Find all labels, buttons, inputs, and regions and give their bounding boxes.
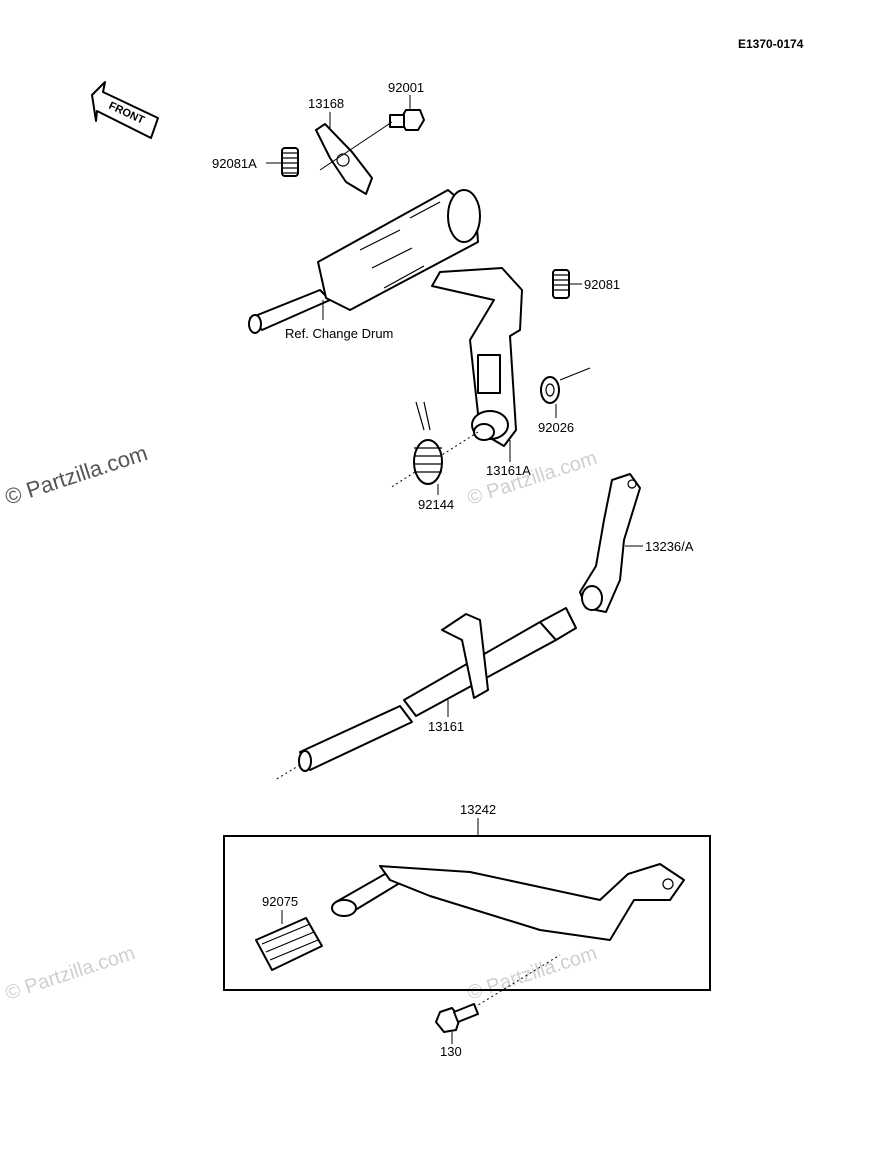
watermark-lower-left: © Partzilla.com bbox=[3, 942, 138, 1005]
spring-92144 bbox=[413, 401, 443, 485]
arm-13161a bbox=[431, 267, 523, 447]
change-drum bbox=[248, 189, 481, 334]
diagram-code: E1370-0174 bbox=[738, 37, 804, 51]
label-ref-change-drum: Ref. Change Drum bbox=[285, 326, 393, 341]
collar-92026 bbox=[540, 376, 560, 404]
label-13161a: 13161A bbox=[486, 463, 531, 478]
label-92081a: 92081A bbox=[212, 156, 257, 171]
assembly-box-13242 bbox=[223, 835, 711, 991]
spring-92081a bbox=[281, 147, 299, 177]
front-arrow-icon: FRONT bbox=[91, 81, 159, 139]
label-13161: 13161 bbox=[428, 719, 464, 734]
lever-13236a bbox=[579, 473, 641, 613]
watermark-lower-right: © Partzilla.com bbox=[465, 942, 600, 1005]
shaft-13161 bbox=[298, 607, 577, 772]
bolt-130 bbox=[435, 1003, 479, 1033]
label-13236a: 13236/A bbox=[645, 539, 694, 554]
pedal-13242 bbox=[331, 863, 685, 941]
label-92001: 92001 bbox=[388, 80, 424, 95]
watermark-main: © Partzilla.com bbox=[2, 440, 151, 510]
label-13168: 13168 bbox=[308, 96, 344, 111]
plate-13168 bbox=[315, 123, 373, 195]
rubber-92075 bbox=[255, 917, 323, 971]
label-92081: 92081 bbox=[584, 277, 620, 292]
label-13242: 13242 bbox=[460, 802, 496, 817]
spring-92081 bbox=[552, 269, 570, 299]
bolt-92001 bbox=[389, 109, 425, 131]
label-92075: 92075 bbox=[262, 894, 298, 909]
watermark-center: © Partzilla.com bbox=[465, 447, 600, 510]
label-92144: 92144 bbox=[418, 497, 454, 512]
label-130: 130 bbox=[440, 1044, 462, 1059]
label-92026: 92026 bbox=[538, 420, 574, 435]
